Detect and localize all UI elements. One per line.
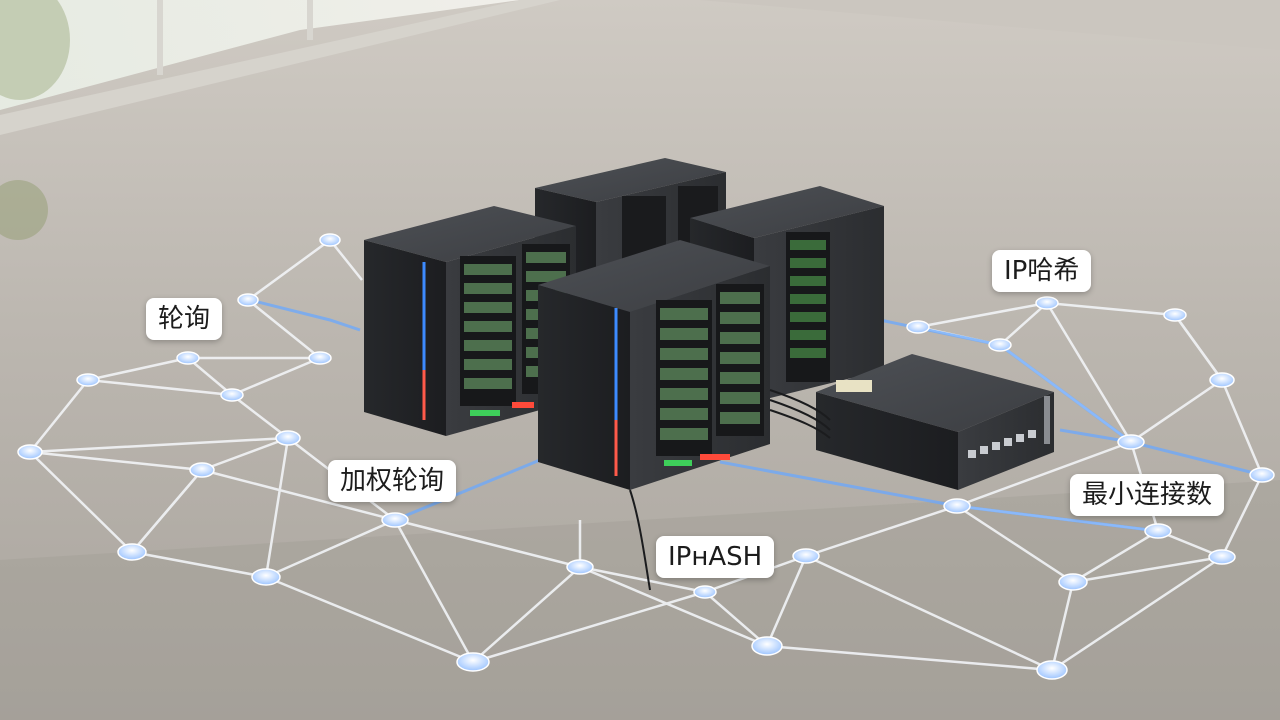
server-front-center [538, 240, 770, 490]
least-connections-label: 最小连接数 [1070, 474, 1225, 516]
cables [629, 389, 831, 591]
ip-hash-cn-label: IP哈希 [992, 250, 1092, 292]
round-robin-label: 轮询 [146, 298, 223, 340]
weighted-round-robin-label: 加权轮询 [328, 460, 457, 502]
network-switch [816, 354, 1054, 490]
ip-hash-en-label: IPʜASH [656, 536, 775, 578]
server-back-right [690, 186, 884, 402]
network-nodes [17, 233, 1275, 680]
